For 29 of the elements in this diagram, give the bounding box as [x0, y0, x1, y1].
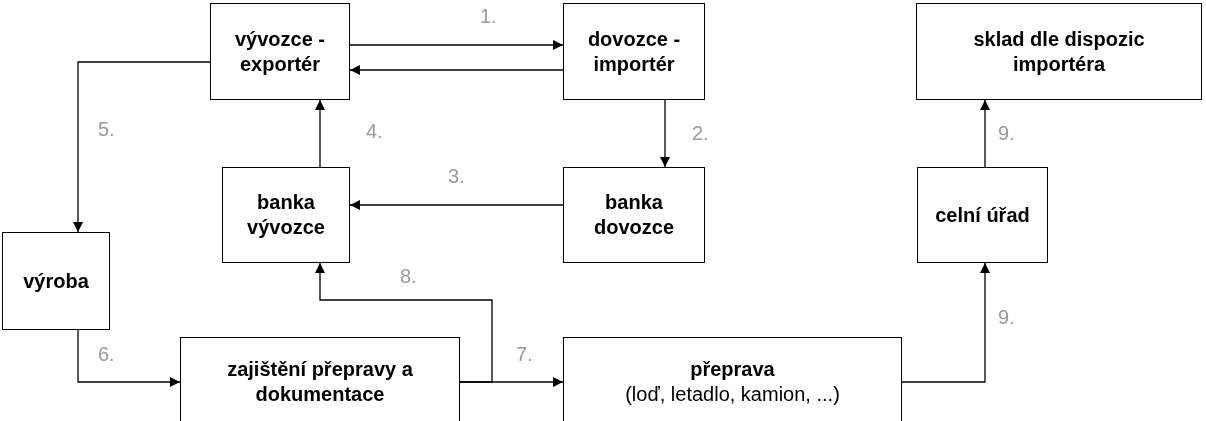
node-label: dovozce - importér: [586, 26, 682, 77]
process-box: [2, 232, 110, 330]
process-box: [180, 337, 460, 421]
process-box: [917, 167, 1048, 263]
node-label: výroba: [23, 268, 89, 294]
process-box: [563, 167, 705, 263]
process-box: [916, 3, 1202, 100]
process-box: [563, 337, 902, 421]
node-label: banka vývozce: [246, 190, 326, 240]
arrow: [349, 40, 564, 50]
arrow: [349, 65, 564, 75]
arrow: [315, 99, 325, 168]
arrow: [73, 61, 211, 233]
arrow: [349, 200, 564, 210]
process-box: [222, 167, 350, 263]
arrow: [980, 99, 990, 168]
process-box: [210, 3, 350, 100]
arrow: [315, 262, 493, 383]
arrow: [660, 99, 670, 168]
arrow: [901, 262, 990, 383]
node-label: vývozce - exportér: [233, 26, 327, 77]
node-subtitle: (loď, letadlo, kamion, ...): [625, 382, 840, 407]
arrow: [77, 329, 181, 387]
node-label: přeprava: [690, 357, 775, 382]
node-label: banka dovozce: [593, 190, 675, 240]
node-label: celní úřad: [935, 202, 1030, 228]
process-box: [563, 3, 705, 100]
node-label: sklad dle dispozic importéra: [972, 26, 1146, 77]
node-label: zajištění přepravy a dokumentace: [226, 357, 414, 407]
